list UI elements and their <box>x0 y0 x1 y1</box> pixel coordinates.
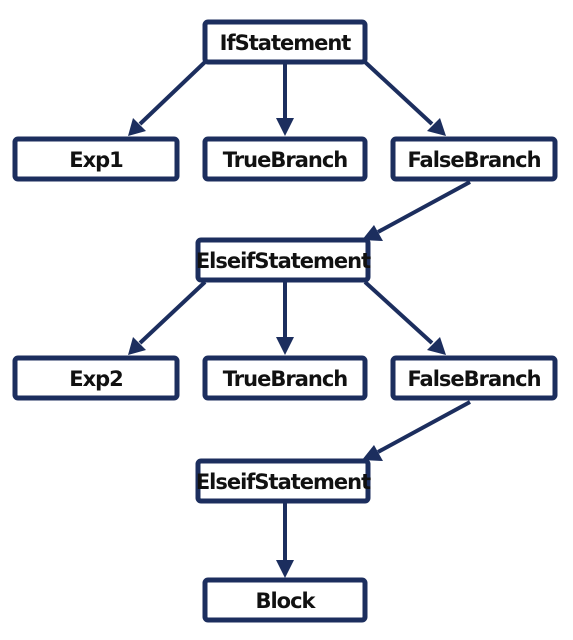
node-truebranch-1-label: TrueBranch <box>223 148 347 172</box>
arrowhead <box>427 337 446 355</box>
node-ifstatement-label: IfStatement <box>220 31 352 55</box>
node-block: Block <box>202 577 368 623</box>
arrowhead <box>276 337 294 355</box>
node-ifstatement: IfStatement <box>202 19 368 65</box>
edge-ifstatement-to-exp1 <box>128 60 207 136</box>
node-elseifstatement-1: ElseifStatement <box>195 237 372 283</box>
arrowhead <box>276 118 294 136</box>
arrowhead <box>128 118 146 136</box>
arrowhead <box>128 337 146 355</box>
node-exp2-label: Exp2 <box>69 367 123 391</box>
edges <box>128 60 471 578</box>
node-falsebranch-2-label: FalseBranch <box>407 367 540 391</box>
node-truebranch-1: TrueBranch <box>202 136 368 182</box>
node-elseifstatement-1-label: ElseifStatement <box>196 249 371 273</box>
node-exp1-label: Exp1 <box>69 148 123 172</box>
edge-elseifstatement-1-to-truebranch-2 <box>276 282 294 355</box>
node-truebranch-2: TrueBranch <box>202 355 368 401</box>
edge-ifstatement-to-truebranch-1 <box>276 62 294 136</box>
edge-elseifstatement-2-to-block <box>276 502 294 578</box>
node-exp2: Exp2 <box>12 355 180 401</box>
arrowhead <box>362 225 383 241</box>
node-truebranch-2-label: TrueBranch <box>223 367 347 391</box>
edge-falsebranch-1-to-elseifstatement-1 <box>362 180 471 241</box>
node-falsebranch-2: FalseBranch <box>390 355 558 401</box>
node-falsebranch-1-label: FalseBranch <box>407 148 540 172</box>
nodes: IfStatement Exp1 TrueBranch FalseBranch … <box>12 19 558 623</box>
node-exp1: Exp1 <box>12 136 180 182</box>
edge-elseifstatement-1-to-falsebranch-2 <box>363 280 446 355</box>
node-elseifstatement-2: ElseifStatement <box>195 458 372 504</box>
edge-elseifstatement-1-to-exp2 <box>128 280 207 355</box>
arrowhead <box>276 560 294 578</box>
node-elseifstatement-2-label: ElseifStatement <box>196 470 371 494</box>
node-block-label: Block <box>255 589 316 613</box>
arrowhead <box>362 445 383 461</box>
edge-falsebranch-2-to-elseifstatement-2 <box>362 400 471 461</box>
arrowhead <box>427 118 446 136</box>
edge-ifstatement-to-falsebranch-1 <box>363 60 446 136</box>
node-falsebranch-1: FalseBranch <box>390 136 558 182</box>
